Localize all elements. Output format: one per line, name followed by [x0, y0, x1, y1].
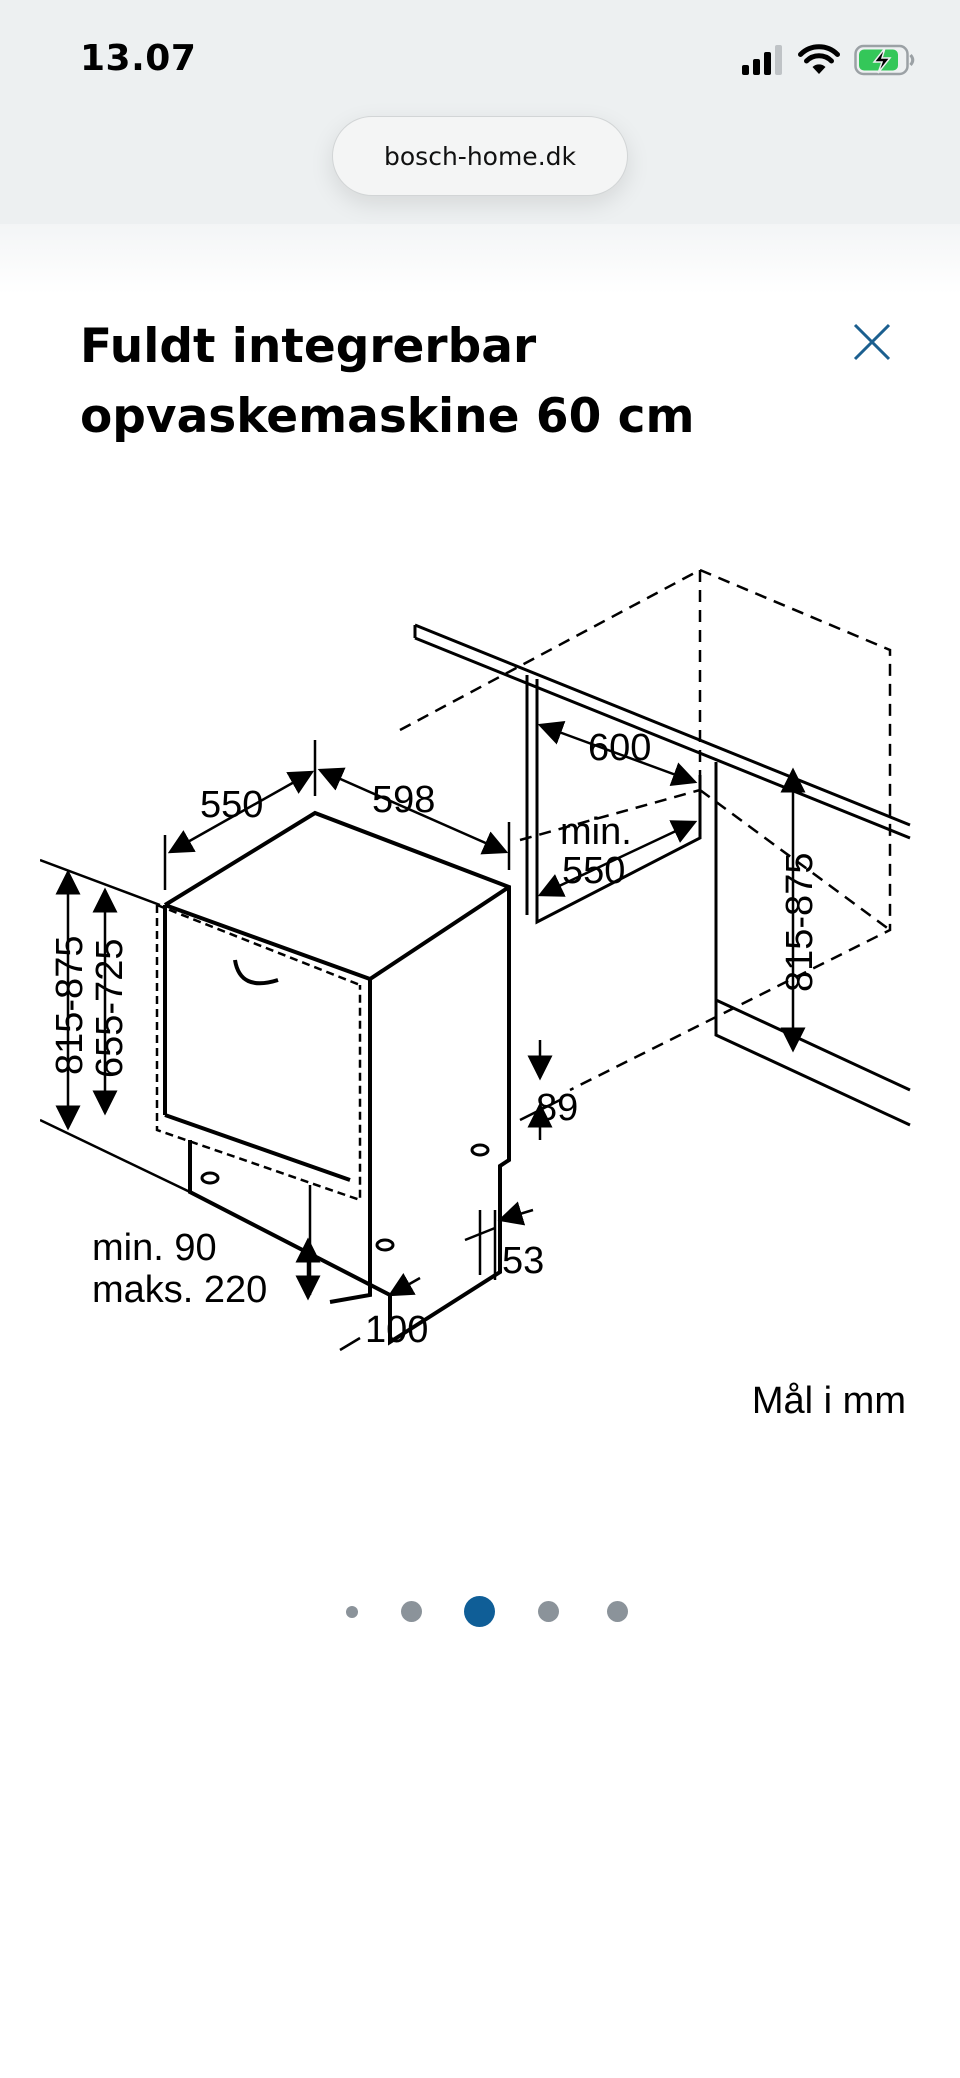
carousel-dot-1[interactable]: [346, 1606, 358, 1618]
countertop: [413, 623, 911, 840]
status-time: 13.07: [80, 38, 197, 79]
status-bar: 13.07 bosch-home.dk: [0, 0, 960, 224]
cellular-signal-icon: [742, 45, 782, 75]
dim-label-815-875-left: 815-875: [49, 936, 91, 1075]
modal-title-line2: opvaskemaskine 60 cm: [80, 389, 695, 444]
modal-title-line1: Fuldt integrerbar: [80, 319, 537, 374]
toolbar-shadow: [0, 224, 960, 294]
carousel-pagination: [0, 1596, 960, 1636]
dim-label-min-550: 550: [562, 850, 625, 892]
carousel-dot-3-active[interactable]: [464, 1596, 495, 1627]
status-icons: [742, 40, 916, 80]
units-note: Mål i mm: [751, 1380, 906, 1422]
dim-label-min: min.: [560, 811, 632, 853]
modal-title: Fuldt integrerbar opvaskemaskine 60 cm: [80, 312, 840, 452]
dim-label-53: 53: [502, 1240, 544, 1282]
dim-label-598: 598: [372, 779, 435, 821]
url-text: bosch-home.dk: [384, 141, 576, 171]
carousel-dot-5[interactable]: [607, 1601, 628, 1622]
feet: [200, 1143, 490, 1252]
dim-label-min-90: min. 90: [92, 1227, 217, 1269]
door-panel: [155, 903, 362, 1202]
dim-label-655-725: 655-725: [89, 939, 131, 1078]
dim-label-89: 89: [536, 1087, 578, 1129]
dim-label-100: 100: [365, 1309, 428, 1351]
dim-label-550: 550: [200, 784, 263, 826]
url-bar[interactable]: bosch-home.dk: [332, 116, 628, 196]
wifi-icon: [798, 44, 840, 74]
carousel-dot-4[interactable]: [538, 1601, 559, 1622]
dim-label-maks-220: maks. 220: [92, 1269, 267, 1311]
dim-label-600: 600: [588, 727, 651, 769]
battery-charging-icon: [854, 44, 915, 76]
close-icon: [853, 323, 891, 361]
dim-label-815-875-right: 815-875: [779, 853, 821, 992]
dimension-drawing: 550 598 600 min. 550 815-875 655-725 815…: [39, 560, 920, 1360]
dishwasher-dimension-diagram: 550 598 600 min. 550 815-875 655-725 815…: [39, 568, 911, 1352]
dimension-lines: [39, 721, 806, 1352]
door-handle: [233, 959, 279, 986]
carousel-dot-2[interactable]: [401, 1601, 422, 1622]
close-button[interactable]: [846, 316, 898, 368]
